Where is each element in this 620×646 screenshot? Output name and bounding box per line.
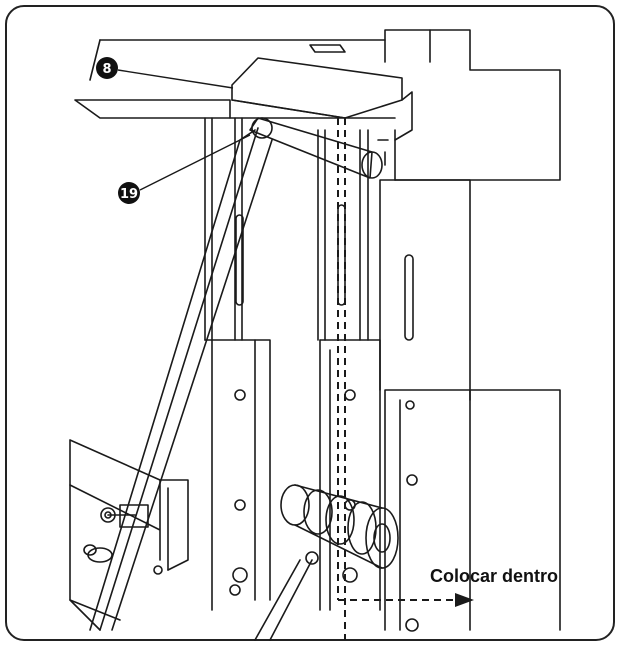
- callout-19-badge: [118, 182, 140, 204]
- left-box-slot: [119, 504, 149, 528]
- callout-8-label: 8: [102, 62, 111, 77]
- placement-guide: [337, 118, 455, 640]
- callout-19: 19: [118, 182, 140, 204]
- leader-line-19: [139, 134, 251, 191]
- slot-right: [404, 254, 414, 341]
- callout-8: 8: [96, 57, 118, 79]
- roller-end: [361, 151, 383, 179]
- lower-bracket-left: [204, 339, 271, 611]
- callout-19-label: 19: [120, 187, 138, 202]
- placement-note: Colocar dentro: [430, 566, 558, 586]
- center-post: [317, 129, 326, 341]
- leader-line-8: [117, 69, 234, 89]
- frame-border: [5, 5, 615, 641]
- upper-housing: [99, 29, 561, 181]
- callout-8-badge: [96, 57, 118, 79]
- diagonal-arm: [99, 127, 273, 631]
- placement-arrowhead: [455, 593, 474, 607]
- lower-bracket-center: [319, 339, 381, 611]
- lower-link: [254, 559, 313, 641]
- right-housing: [379, 129, 396, 391]
